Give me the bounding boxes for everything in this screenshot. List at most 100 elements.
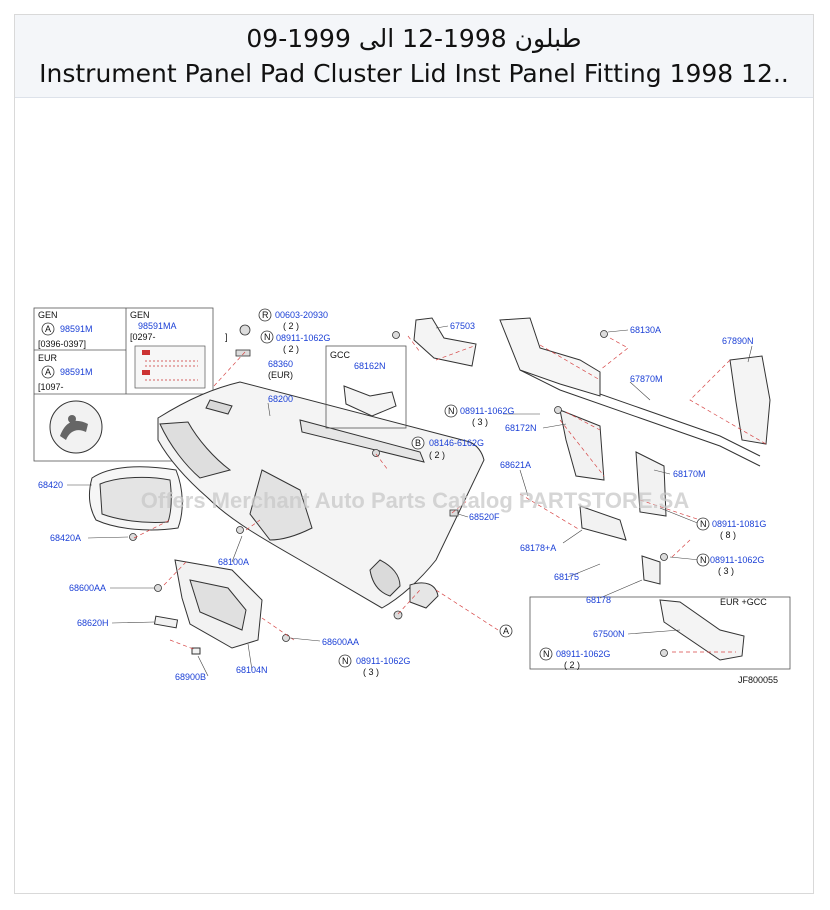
fasteners <box>129 324 668 657</box>
part-68178[interactable]: 68178 <box>586 595 611 605</box>
legend-gen-b-part[interactable]: 98591MA <box>138 321 177 331</box>
marker-n-letter: N <box>448 406 455 416</box>
legend-gen-b-label: GEN <box>130 310 150 320</box>
legend-box <box>33 307 214 462</box>
part-68620h[interactable]: 68620H <box>77 618 109 628</box>
marker-a-icon <box>499 624 513 638</box>
marker-n-icon <box>539 647 553 661</box>
marker-a-icon <box>41 322 55 336</box>
part-68100a[interactable]: 68100A <box>218 557 249 567</box>
qty-08146: ( 2 ) <box>429 450 445 460</box>
bolt-icon <box>236 526 244 534</box>
part-68621a[interactable]: 68621A <box>500 460 531 470</box>
label-gcc: GCC <box>330 350 351 360</box>
marker-a-icon <box>41 365 55 379</box>
legend-eur-a-label: EUR <box>38 353 58 363</box>
part-68600aa-a[interactable]: 68600AA <box>69 583 106 593</box>
legend-gen-a-part[interactable]: 98591M <box>60 324 93 334</box>
clip-icon <box>239 324 251 336</box>
title-bar: طبلون 1998-12 الى 1999-09 Instrument Pan… <box>15 15 813 98</box>
lower-bracket <box>659 599 745 661</box>
part-68162n[interactable]: 68162N <box>354 361 386 371</box>
qty-08911-d: ( 3 ) <box>718 566 734 576</box>
part-68200[interactable]: 68200 <box>268 394 293 404</box>
part-08911-1062g-b[interactable]: 08911-1062G <box>460 406 514 416</box>
eur-gcc-box <box>529 596 791 670</box>
part-68520f[interactable]: 68520F <box>469 512 500 522</box>
qty-08911-b: ( 3 ) <box>472 417 488 427</box>
glove-box <box>153 559 263 655</box>
qty-08911-e: ( 2 ) <box>564 660 580 670</box>
part-68175[interactable]: 68175 <box>554 572 579 582</box>
part-67500n[interactable]: 67500N <box>593 629 625 639</box>
nut-icon <box>393 610 403 620</box>
reference-lines <box>133 335 767 653</box>
qty-00603: ( 2 ) <box>283 321 299 331</box>
instrument-panel-pad <box>157 381 485 609</box>
part-08146-6162g[interactable]: 08146-6162G <box>429 438 484 448</box>
circle-markers <box>258 308 710 668</box>
cluster-lid <box>88 466 183 531</box>
nut-icon <box>660 553 668 561</box>
part-08911-1062g-f[interactable]: 08911-1062G <box>356 656 410 666</box>
duct-bracket <box>343 317 477 417</box>
part-labels: 00603-20930 ( 2 ) 08911-1062G ( 2 ) 6836… <box>38 310 767 682</box>
marker-n-letter: N <box>543 649 550 659</box>
cross-member <box>499 317 771 585</box>
bolt-icon <box>392 331 400 339</box>
marker-n-letter: N <box>700 519 707 529</box>
marker-n-letter: N <box>700 555 707 565</box>
bolt-icon <box>600 330 608 338</box>
part-68420a[interactable]: 68420A <box>50 533 81 543</box>
legend-gen-b-range: [0297- <box>130 332 156 342</box>
part-08911-1062g-a[interactable]: 08911-1062G <box>276 333 330 343</box>
part-68178-a[interactable]: 68178+A <box>520 543 556 553</box>
part-00603-20930[interactable]: 00603-20930 <box>275 310 328 320</box>
part-68170m[interactable]: 68170M <box>673 469 706 479</box>
qty-08911-f: ( 3 ) <box>363 667 379 677</box>
part-67890n[interactable]: 67890N <box>722 336 754 346</box>
marker-n-letter: N <box>342 656 349 666</box>
part-08911-1062g-e[interactable]: 08911-1062G <box>556 649 610 659</box>
part-68130a[interactable]: 68130A <box>630 325 661 335</box>
diagram-code: JF800055 <box>738 675 778 685</box>
part-08911-1062g-d[interactable]: 08911-1062G <box>710 555 764 565</box>
part-67503[interactable]: 67503 <box>450 321 475 331</box>
airbag-figure-icon <box>60 420 88 440</box>
marker-n-icon <box>696 553 710 567</box>
marker-a-letter: A <box>45 324 51 334</box>
legend-bracket: ] <box>225 332 228 342</box>
marker-n-icon <box>260 330 274 344</box>
circle-marker-letters: R N N B N N A N N <box>262 310 707 666</box>
marker-a-letter: A <box>503 626 509 636</box>
legend-eur-a-range: [1097- <box>38 382 64 392</box>
label-eur-gcc: EUR +GCC <box>720 597 767 607</box>
part-67870m[interactable]: 67870M <box>630 374 663 384</box>
legend-text: GEN A 98591M [0396-0397] EUR A 98591M [1… <box>38 310 228 454</box>
legend-gen-a-range: [0396-0397] <box>38 339 86 349</box>
part-68600aa-b[interactable]: 68600AA <box>322 637 359 647</box>
part-68900b[interactable]: 68900B <box>175 672 206 682</box>
qty-08911-c: ( 8 ) <box>720 530 736 540</box>
marker-b-icon <box>411 436 425 450</box>
part-68360[interactable]: 68360 <box>268 359 293 369</box>
legend-eur-a-part[interactable]: 98591M <box>60 367 93 377</box>
nut-icon <box>660 649 668 657</box>
leader-lines <box>67 325 753 677</box>
part-68104n[interactable]: 68104N <box>236 665 268 675</box>
screw-icon <box>282 634 290 642</box>
marker-b-letter: B <box>415 438 421 448</box>
clip-icon <box>449 509 459 517</box>
part-08911-1081g[interactable]: 08911-1081G <box>712 519 766 529</box>
warning-label-icon <box>142 350 150 355</box>
marker-r-icon <box>258 308 272 322</box>
legend-gen-a-label: GEN <box>38 310 58 320</box>
marker-n-icon <box>696 517 710 531</box>
diagram-frame: طبلون 1998-12 الى 1999-09 Instrument Pan… <box>14 14 814 894</box>
title-arabic: طبلون 1998-12 الى 1999-09 <box>246 24 582 53</box>
marker-n-icon <box>338 654 352 668</box>
part-68420[interactable]: 68420 <box>38 480 63 490</box>
part-68172n[interactable]: 68172N <box>505 423 537 433</box>
bolt-icon <box>372 449 380 457</box>
